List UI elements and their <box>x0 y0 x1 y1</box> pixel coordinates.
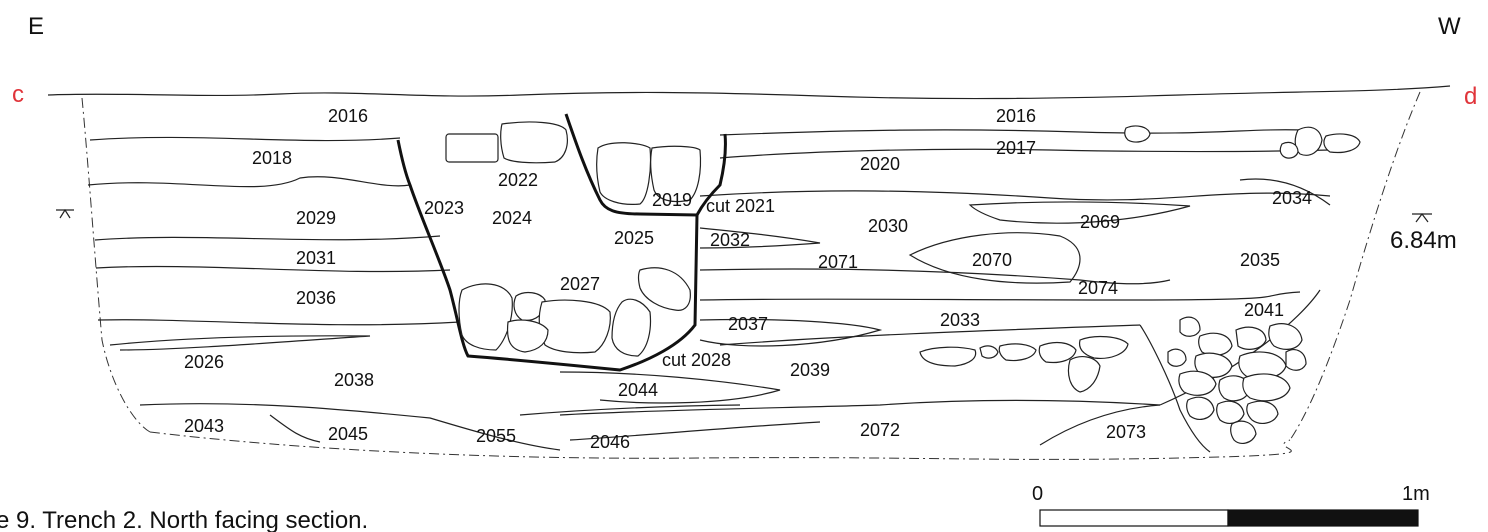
context-cut-2028: cut 2028 <box>662 350 731 370</box>
context-2022: 2022 <box>498 170 538 190</box>
cut-2021-outline <box>564 113 727 217</box>
context-labels: 2016 2016 2017 2018 2019 2020 cut 2021 2… <box>184 106 1312 452</box>
scale-bar-black-segment <box>1227 509 1419 527</box>
cut-2028-outline <box>396 139 699 372</box>
trench-base <box>149 431 1292 460</box>
east-label: E <box>28 13 44 40</box>
figure-caption: e 9. Trench 2. North facing section. <box>0 507 368 532</box>
context-2041: 2041 <box>1244 300 1284 320</box>
context-2025: 2025 <box>614 228 654 248</box>
context-2036: 2036 <box>296 288 336 308</box>
trench-east-edge <box>81 97 151 433</box>
scale-start-label: 0 <box>1032 483 1043 505</box>
context-2023: 2023 <box>424 198 464 218</box>
context-2016: 2016 <box>328 106 368 126</box>
context-2055: 2055 <box>476 426 516 446</box>
section-point-d: d <box>1464 83 1477 110</box>
context-2073: 2073 <box>1106 422 1146 442</box>
context-2043: 2043 <box>184 416 224 436</box>
context-2039: 2039 <box>790 360 830 380</box>
context-cut-2021: cut 2021 <box>706 196 775 216</box>
west-label: W <box>1438 13 1461 40</box>
context-2070: 2070 <box>972 250 1012 270</box>
scale-bar-white-segment <box>1039 509 1229 527</box>
context-2032: 2032 <box>710 230 750 250</box>
context-2018: 2018 <box>252 148 292 168</box>
scale-bar: 0 1m <box>1032 483 1430 527</box>
context-2017: 2017 <box>996 138 1036 158</box>
context-2046: 2046 <box>590 432 630 452</box>
context-2072: 2072 <box>860 420 900 440</box>
level-label: 6.84m <box>1390 227 1457 254</box>
context-2044: 2044 <box>618 380 658 400</box>
context-2016: 2016 <box>996 106 1036 126</box>
context-2035: 2035 <box>1240 250 1280 270</box>
context-2020: 2020 <box>860 154 900 174</box>
context-2029: 2029 <box>296 208 336 228</box>
context-2027: 2027 <box>560 274 600 294</box>
context-2074: 2074 <box>1078 278 1118 298</box>
layer-boundaries <box>87 129 1331 453</box>
context-2038: 2038 <box>334 370 374 390</box>
context-2034: 2034 <box>1272 188 1312 208</box>
context-2045: 2045 <box>328 424 368 444</box>
context-2069: 2069 <box>1080 212 1120 232</box>
context-2030: 2030 <box>868 216 908 236</box>
context-2031: 2031 <box>296 248 336 268</box>
ground-surface-line <box>47 85 1451 100</box>
context-2019: 2019 <box>652 190 692 210</box>
level-marks <box>56 208 1432 223</box>
context-2033: 2033 <box>940 310 980 330</box>
context-2071: 2071 <box>818 252 858 272</box>
scale-end-label: 1m <box>1402 483 1430 505</box>
context-2037: 2037 <box>728 314 768 334</box>
stones <box>445 121 1361 444</box>
section-point-c: c <box>12 81 24 108</box>
context-2026: 2026 <box>184 352 224 372</box>
context-2024: 2024 <box>492 208 532 228</box>
